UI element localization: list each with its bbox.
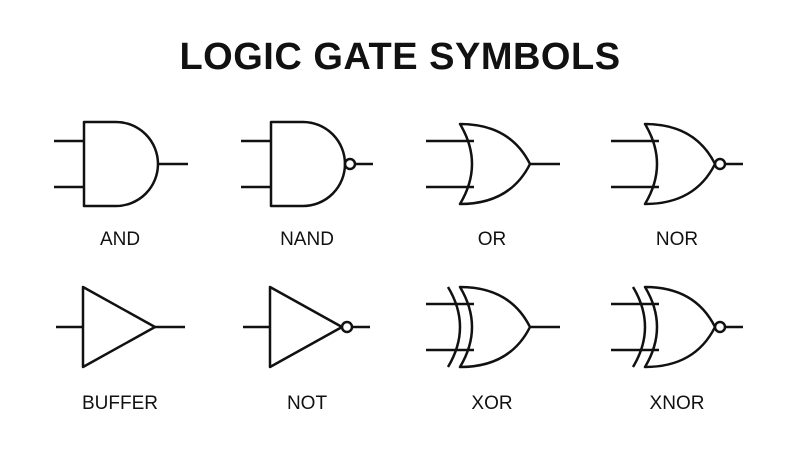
or-body xyxy=(458,122,532,206)
not-body xyxy=(268,285,344,369)
nor-inversion-bubble xyxy=(713,157,727,171)
xnor-label: XNOR xyxy=(650,393,705,414)
nand-inversion-bubble xyxy=(343,157,357,171)
xnor-gate xyxy=(611,285,743,369)
and-gate xyxy=(54,120,188,208)
and-label: AND xyxy=(100,229,140,250)
xor-label: XOR xyxy=(471,393,512,414)
buffer-gate xyxy=(56,285,185,369)
xnor-extra-curve xyxy=(631,286,647,368)
xor-extra-curve xyxy=(446,286,462,368)
not-gate xyxy=(243,285,370,369)
nand-gate xyxy=(241,120,373,208)
nor-gate xyxy=(611,122,743,206)
nor-label: NOR xyxy=(656,229,698,250)
xnor-body xyxy=(643,285,717,369)
page-title: LOGIC GATE SYMBOLS xyxy=(179,36,621,78)
or-label: OR xyxy=(478,229,507,250)
xor-body xyxy=(458,285,532,369)
or-gate xyxy=(426,122,560,206)
nand-label: NAND xyxy=(280,229,334,250)
nor-body xyxy=(643,122,717,206)
not-label: NOT xyxy=(287,393,328,414)
and-body xyxy=(82,120,160,208)
xor-gate xyxy=(426,285,560,369)
xnor-inversion-bubble xyxy=(713,320,727,334)
buffer-body xyxy=(81,285,157,369)
buffer-label: BUFFER xyxy=(82,393,158,414)
nand-body xyxy=(269,120,347,208)
not-inversion-bubble xyxy=(340,320,354,334)
